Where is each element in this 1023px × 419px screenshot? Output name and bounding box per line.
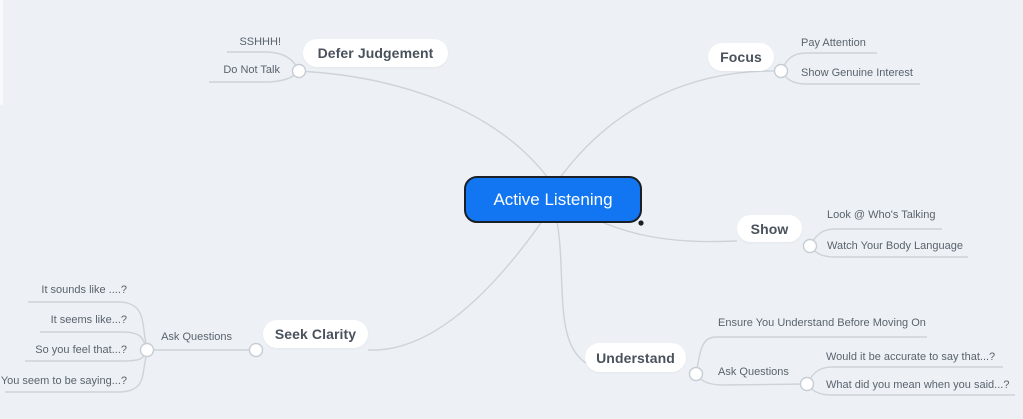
root-topic-active-listening[interactable]: Active Listening — [464, 176, 642, 223]
topic-seek-clarity[interactable]: Seek Clarity — [263, 320, 368, 348]
connector-understand[interactable] — [688, 366, 704, 382]
topic-look-whos-talking[interactable]: Look @ Who's Talking — [827, 209, 936, 221]
topic-it-seems-like[interactable]: It seems like...? — [50, 314, 127, 326]
panel-edge — [0, 0, 3, 105]
connector-show[interactable] — [802, 238, 818, 254]
root-anchor-dot — [638, 220, 644, 226]
topic-what-did-you-mean[interactable]: What did you mean when you said...? — [826, 379, 1010, 391]
topic-so-you-feel-that[interactable]: So you feel that...? — [35, 344, 127, 356]
topic-do-not-talk[interactable]: Do Not Talk — [223, 64, 280, 76]
wire-it-sounds-like — [28, 301, 148, 348]
wire-root-defer-judgement — [298, 70, 552, 183]
topic-show-genuine-interest[interactable]: Show Genuine Interest — [801, 67, 913, 79]
topic-sshhh[interactable]: SSHHH! — [239, 36, 281, 48]
connector-seek-clarity[interactable] — [248, 342, 264, 358]
topic-it-sounds-like[interactable]: It sounds like ....? — [41, 284, 127, 296]
wire-root-focus — [556, 70, 782, 183]
topic-focus[interactable]: Focus — [708, 43, 774, 71]
topic-seek-ask-questions[interactable]: Ask Questions — [161, 331, 232, 343]
topic-would-it-be-accurate[interactable]: Would it be accurate to say that...? — [826, 351, 996, 363]
topic-understand[interactable]: Understand — [585, 343, 686, 372]
topic-show[interactable]: Show — [737, 215, 802, 242]
wire-root-seek-clarity — [367, 203, 555, 351]
topic-watch-your-body-language[interactable]: Watch Your Body Language — [827, 240, 963, 252]
topic-defer-judgement[interactable]: Defer Judgement — [303, 39, 448, 67]
topic-pay-attention[interactable]: Pay Attention — [801, 37, 866, 49]
topic-ensure-you-understand[interactable]: Ensure You Understand Before Moving On — [718, 317, 926, 329]
connector-understand-ask-questions[interactable] — [799, 376, 815, 392]
wire-you-seem-to-be-saying — [5, 352, 148, 393]
wire-root-understand — [552, 201, 587, 364]
topic-understand-ask-questions[interactable]: Ask Questions — [718, 366, 789, 378]
connector-focus[interactable] — [773, 63, 789, 79]
connector-defer-judgement[interactable] — [291, 63, 307, 79]
connector-seek-ask-questions[interactable] — [139, 342, 155, 358]
topic-you-seem-to-be-saying[interactable]: You seem to be saying...? — [0, 375, 127, 387]
